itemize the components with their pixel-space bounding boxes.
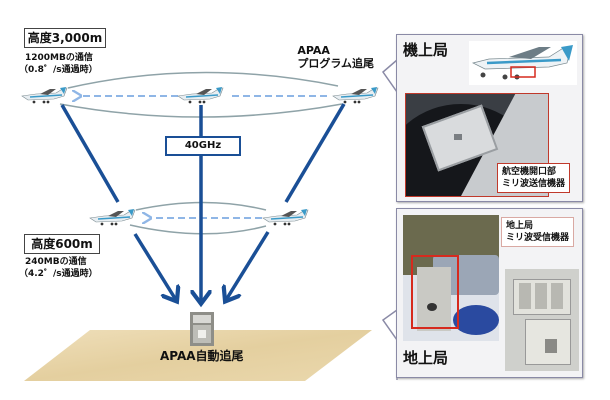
airplane-icon — [262, 209, 309, 226]
transmitter-caption-line1: 航空機開口部 — [502, 167, 557, 177]
high-altitude-condition: （0.8゜/s通過時） — [19, 65, 98, 75]
aircraft-photo — [469, 41, 577, 85]
low-altitude-rate: 240MBの通信 — [25, 257, 87, 267]
beam-high-right — [284, 103, 346, 203]
program-tracking-line1: APAA — [297, 44, 330, 57]
ground-callout-pointer — [381, 210, 398, 380]
frequency-label: 40GHz — [165, 136, 241, 156]
ground-antenna-icon — [190, 312, 214, 346]
high-altitude-rate: 1200MBの通信 — [25, 53, 93, 63]
low-orbit-lower — [129, 224, 267, 235]
receiver-caption-line2: ミリ波受信機器 — [506, 233, 570, 243]
field-receiver-photo — [403, 215, 499, 341]
ground-plane — [24, 330, 372, 381]
high-orbit-upper — [67, 71, 339, 89]
beam-low-left — [133, 233, 176, 300]
program-tracking-line2: プログラム追尾 — [297, 57, 374, 70]
low-altitude-condition: （4.2゜/s通過時） — [19, 269, 98, 279]
airplane-icon — [21, 87, 68, 104]
airborne-panel-title: 機上局 — [403, 41, 449, 59]
airplane-icon — [332, 87, 379, 104]
airborne-station-panel: 機上局 航空機開口部 ミリ波送信機器 — [396, 34, 583, 202]
high-altitude-label: 高度3,000m — [24, 28, 106, 48]
receiver-caption: 地上局 ミリ波受信機器 — [501, 217, 575, 247]
airborne-callout-pointer — [381, 38, 398, 200]
program-tracking-label: APAA プログラム追尾 — [297, 44, 374, 70]
ground-station-panel: 地上局 ミリ波受信機器 地上局 — [396, 208, 583, 378]
receiver-highlight — [411, 255, 459, 329]
receiver-caption-line1: 地上局 — [506, 221, 534, 231]
ground-panel-title: 地上局 — [403, 349, 449, 367]
beam-high-left — [60, 104, 120, 203]
ground-tracking-label: APAA自動追尾 — [160, 349, 244, 363]
low-altitude-label: 高度600m — [24, 234, 100, 254]
beam-low-right — [226, 231, 270, 300]
aircraft-photo-icon — [471, 45, 573, 80]
receiver-closeup-photo — [505, 269, 579, 371]
airplane-icon — [177, 87, 224, 104]
aperture-highlight — [510, 66, 536, 78]
transmitter-caption-line2: ミリ波送信機器 — [502, 179, 566, 189]
transmitter-caption: 航空機開口部 ミリ波送信機器 — [497, 163, 571, 193]
low-orbit-upper — [135, 201, 267, 211]
airplane-icon — [89, 209, 136, 226]
